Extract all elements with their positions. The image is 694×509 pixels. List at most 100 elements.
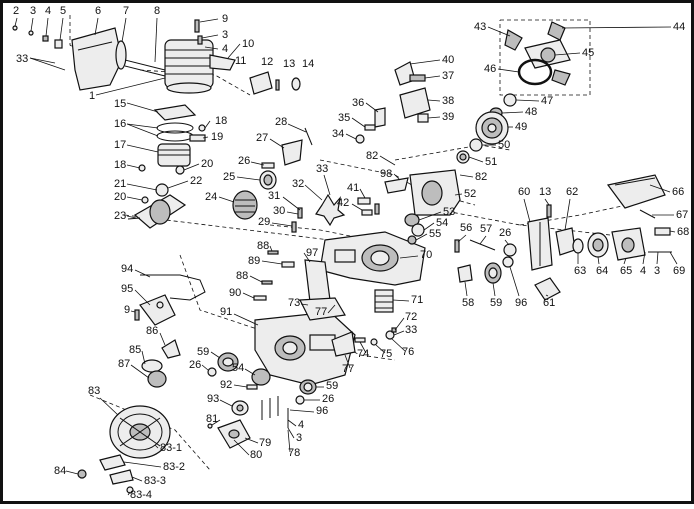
cylinder-cover — [71, 27, 123, 91]
part-callout-label: 26 — [238, 155, 250, 167]
part-callout-label: 60 — [518, 186, 530, 198]
part-callout-label: 77 — [315, 306, 327, 318]
part-callout-label: 18 — [114, 159, 126, 171]
part-callout-label: 81 — [206, 413, 218, 425]
part-callout-label: 87 — [118, 358, 130, 370]
cylinder — [164, 39, 214, 94]
part-callout-label: 65 — [620, 265, 632, 277]
part-callout-label: 8 — [154, 5, 160, 17]
part-callout-label: 69 — [673, 265, 685, 277]
part-callout-label: 13 — [283, 58, 295, 70]
part-callout-label: 58 — [462, 297, 474, 309]
part-callout-label: 76 — [402, 346, 414, 358]
part-callout-label: 73 — [288, 297, 300, 309]
part-callout-label: 1 — [89, 90, 95, 102]
part-callout-label: 85 — [129, 344, 141, 356]
throttle-parts — [134, 274, 206, 326]
part-callout-label: 12 — [261, 56, 273, 68]
part-callout-label: 67 — [676, 209, 688, 221]
part-callout-label: 3 — [222, 29, 228, 41]
part-callout-label: 86 — [146, 325, 158, 337]
part-callout-label: 44 — [673, 21, 685, 33]
part-callout-label: 82 — [475, 171, 487, 183]
clutch-cover — [384, 169, 461, 245]
part-callout-label: 96 — [515, 297, 527, 309]
part-callout-label: 50 — [498, 139, 510, 151]
part-callout-label: 18 — [215, 115, 227, 127]
part-callout-label: 91 — [220, 306, 232, 318]
part-callout-label: 20 — [114, 191, 126, 203]
part-callout-label: 10 — [242, 38, 254, 50]
part-callout-label: 45 — [582, 47, 594, 59]
lower-bearings — [207, 352, 317, 405]
part-callout-label: 98 — [380, 168, 392, 180]
part-callout-label: 24 — [205, 191, 217, 203]
sprocket-32 — [315, 193, 346, 227]
clutch-drum — [475, 111, 509, 145]
oil-pump-top — [355, 61, 431, 144]
part-callout-label: 9 — [222, 13, 228, 25]
part-callout-label: 59 — [326, 380, 338, 392]
part-callout-label: 83-2 — [163, 461, 185, 473]
part-callout-label: 97 — [306, 247, 318, 259]
part-callout-label: 96 — [316, 405, 328, 417]
part-callout-label: 78 — [288, 447, 300, 459]
part-callout-label: 9 — [124, 304, 130, 316]
part-callout-label: 34 — [332, 128, 344, 140]
part-callout-label: 2 — [13, 5, 19, 17]
part-callout-label: 88 — [236, 270, 248, 282]
part-callout-label: 30 — [273, 205, 285, 217]
flywheel — [109, 405, 171, 459]
part-callout-label: 35 — [338, 112, 350, 124]
intake-gasket — [249, 71, 273, 95]
plate-73 — [299, 297, 346, 321]
part-callout-label: 5 — [60, 5, 66, 17]
clutch-assembly — [504, 21, 571, 86]
part-callout-label: 26 — [322, 393, 334, 405]
part-callout-label: 36 — [352, 97, 364, 109]
part-callout-label: 6 — [95, 5, 101, 17]
part-callout-label: 70 — [420, 249, 432, 261]
part-callout-label: 38 — [442, 95, 454, 107]
part-callout-label: 33 — [405, 324, 417, 336]
part-callout-label: 20 — [201, 158, 213, 170]
part-callout-label: 4 — [45, 5, 51, 17]
part-callout-label: 83-4 — [130, 489, 152, 501]
part-callout-label: 13 — [539, 186, 551, 198]
part-callout-label: 71 — [411, 294, 423, 306]
crankcase-lower — [254, 311, 356, 386]
part-callout-label: 32 — [292, 178, 304, 190]
part-callout-label: 63 — [574, 265, 586, 277]
part-callout-label: 22 — [190, 175, 202, 187]
part-callout-label: 14 — [302, 58, 314, 70]
part-callout-label: 17 — [114, 139, 126, 151]
part-callout-label: 4 — [298, 419, 304, 431]
piston — [157, 143, 191, 167]
part-callout-label: 4 — [222, 43, 228, 55]
part-callout-label: 46 — [484, 63, 496, 75]
part-callout-label: 39 — [442, 111, 454, 123]
part-callout-label: 33 — [316, 163, 328, 175]
part-callout-label: 53 — [443, 206, 455, 218]
part-callout-label: 59 — [197, 346, 209, 358]
part-callout-label: 26 — [499, 227, 511, 239]
part-callout-label: 33 — [16, 53, 28, 65]
part-callout-label: 90 — [229, 287, 241, 299]
gasket-7 — [115, 40, 127, 70]
part-callout-label: 42 — [337, 197, 349, 209]
part-callout-label: 47 — [541, 95, 553, 107]
part-callout-label: 43 — [474, 21, 486, 33]
part-callout-label: 57 — [480, 223, 492, 235]
part-callout-label: 4 — [640, 265, 646, 277]
part-callout-label: 93 — [207, 393, 219, 405]
cylinder-screws — [194, 19, 236, 71]
part-callout-label: 88 — [257, 240, 269, 252]
part-callout-label: 55 — [429, 228, 441, 240]
part-callout-label: 31 — [268, 190, 280, 202]
chain-cover — [606, 174, 666, 209]
part-callout-label: 37 — [442, 70, 454, 82]
lower-screws — [207, 396, 289, 449]
part-callout-label: 77 — [342, 363, 354, 375]
